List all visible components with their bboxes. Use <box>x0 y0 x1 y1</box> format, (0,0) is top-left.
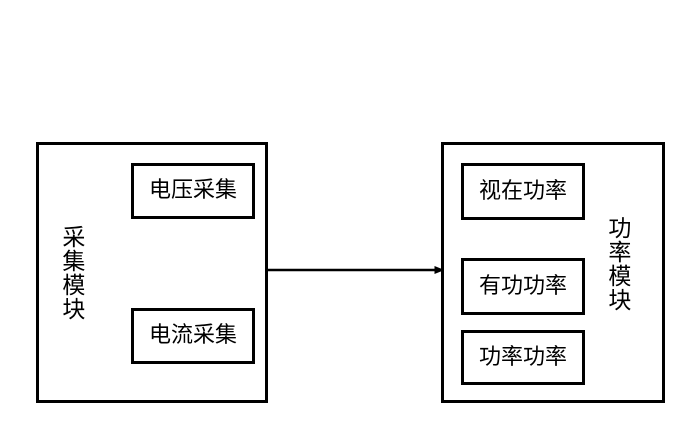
box-power-power: 功率功率 <box>461 330 585 385</box>
box-voltage-acquisition: 电压采集 <box>131 163 255 219</box>
box-active-power-label: 有功功率 <box>478 273 567 299</box>
box-apparent-power: 视在功率 <box>461 163 585 220</box>
box-power-power-label: 功率功率 <box>478 344 567 370</box>
module-acquisition-label: 采集模块 <box>57 225 84 321</box>
box-apparent-power-label: 视在功率 <box>478 178 567 204</box>
module-power-label: 功率模块 <box>603 216 630 312</box>
box-current-acquisition-label: 电流采集 <box>148 323 237 348</box>
box-current-acquisition: 电流采集 <box>131 308 255 364</box>
connector-arrow-acquisition-to-power <box>266 266 445 274</box>
box-voltage-acquisition-label: 电压采集 <box>148 178 237 203</box>
box-active-power: 有功功率 <box>461 258 585 315</box>
